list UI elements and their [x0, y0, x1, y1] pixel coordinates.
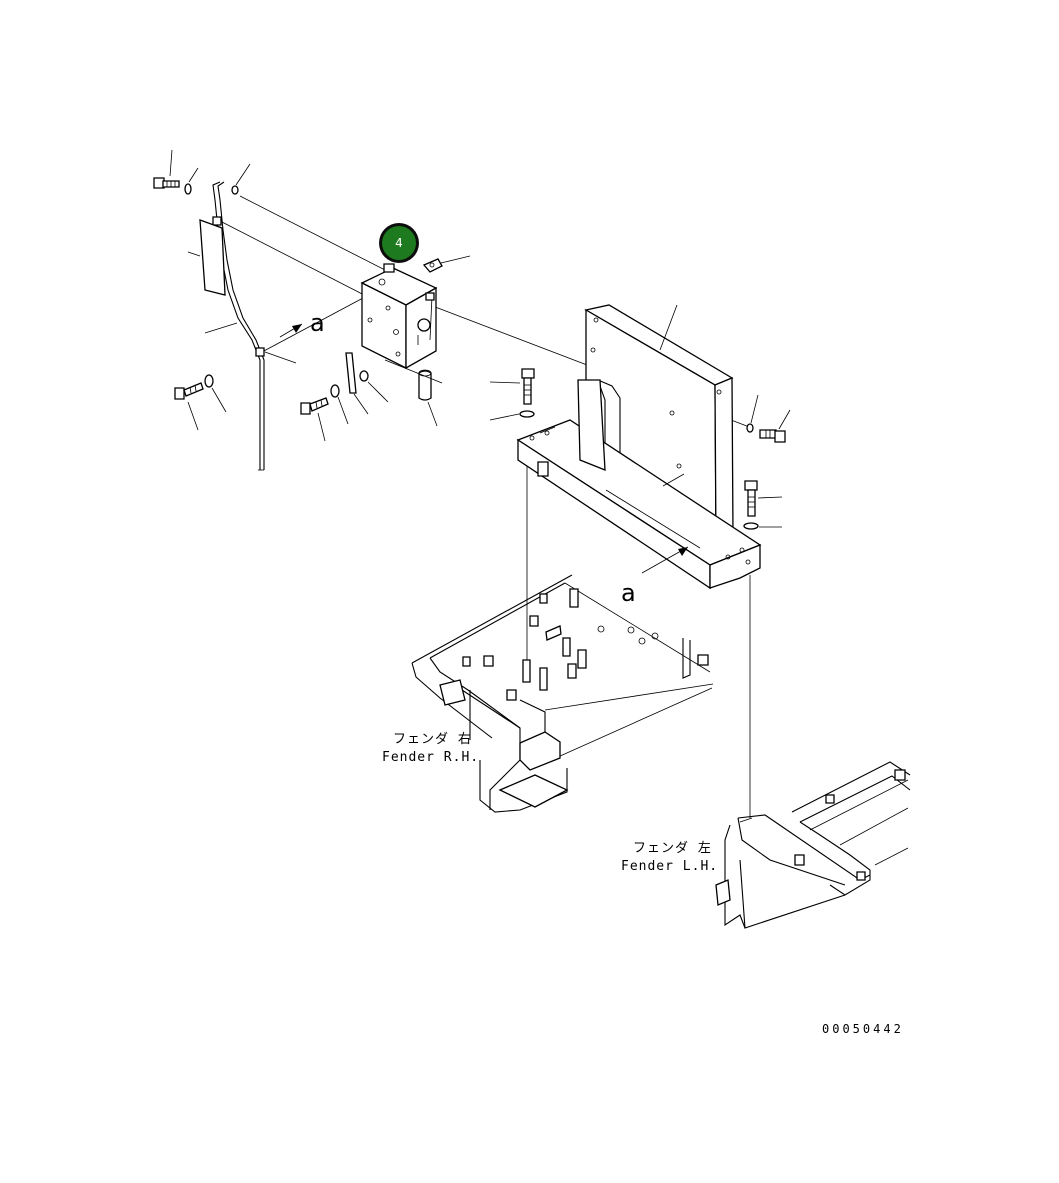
view-arrow-a-lower: a: [621, 547, 688, 607]
bolt-left-lower: [175, 383, 203, 430]
fender-rh-jp-label: フェンダ 右: [393, 732, 472, 747]
washer-top-left: [185, 168, 198, 194]
view-arrow-a-top: a: [280, 309, 325, 337]
view-marker-a2: a: [621, 579, 636, 607]
washer-left-lower: [205, 375, 226, 412]
callout-4[interactable]: 4: [379, 223, 419, 263]
control-box: [362, 264, 442, 383]
collar: [419, 370, 437, 426]
fender-lh-jp-label: フェンダ 左: [633, 841, 712, 856]
drawing-code: 00050442: [822, 1022, 904, 1036]
rod-assembly: [188, 182, 296, 470]
washer-vertical-1: [490, 411, 534, 420]
callout-4-fill: [382, 226, 416, 260]
fender-lh-structure: [716, 762, 910, 928]
bolt-right-horizontal: [747, 395, 790, 442]
washer-box-top: [424, 256, 470, 272]
bolt-vertical-1: [490, 369, 534, 404]
washer-mid-lower: [331, 385, 348, 424]
bolt-mid-lower: [301, 398, 328, 441]
fender-rh-en-label: Fender R.H.: [382, 750, 479, 765]
washer-top-small: [232, 164, 250, 194]
washer-vertical-2: [744, 523, 782, 529]
view-marker-a1: a: [310, 309, 325, 337]
fender-rh-structure: [412, 575, 713, 812]
bolt-top-left: [154, 150, 179, 188]
fender-lh-en-label: Fender L.H.: [621, 859, 718, 874]
bracket-frame: [518, 305, 760, 588]
callout-number: 4: [395, 236, 403, 250]
bolt-vertical-2: [745, 481, 782, 516]
strap-plate: [346, 353, 368, 414]
washer-mid: [360, 371, 388, 402]
